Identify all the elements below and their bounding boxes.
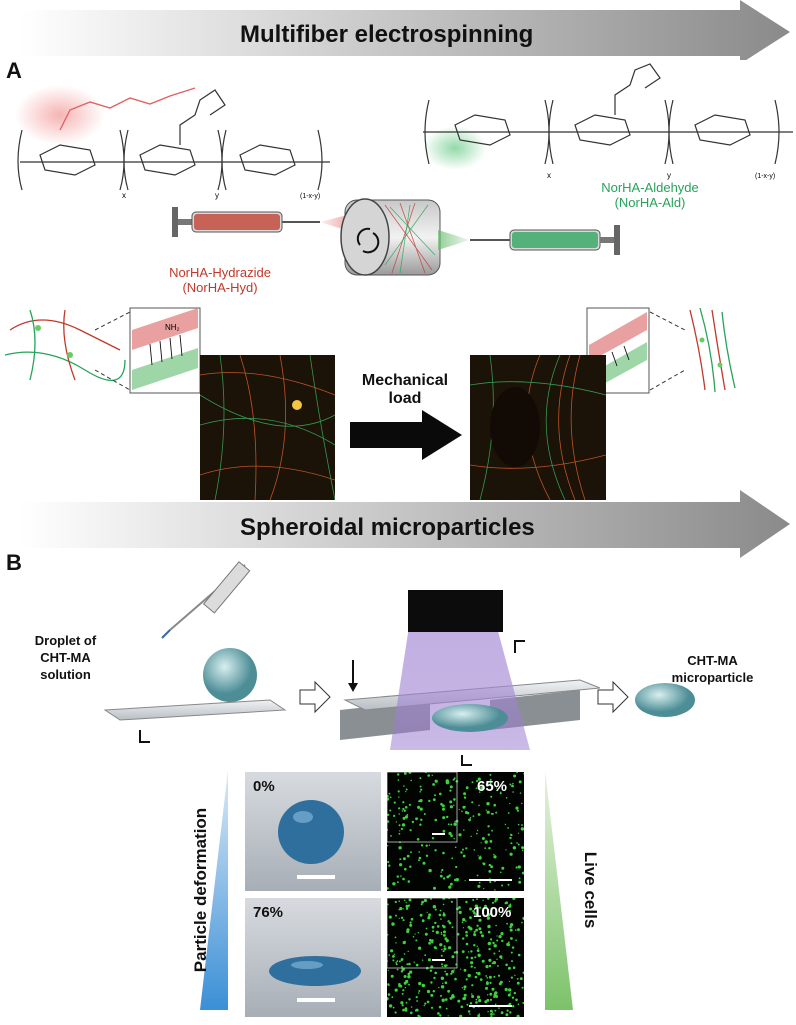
subscript-rest-right: (1-x-y): [755, 173, 775, 180]
aldehyde-syringe: [470, 225, 620, 255]
bottom-banner-title: Spheroidal microparticles: [240, 514, 535, 541]
particle-deformation-label: Particle deformation: [191, 807, 210, 973]
live-cells-photo-0: 65%: [387, 772, 524, 891]
fiber-network-right: [689, 307, 736, 393]
particle-photo-76: 76%: [245, 898, 381, 1017]
final-microparticle: [635, 683, 695, 717]
live-100-value: 100%: [473, 904, 512, 921]
subscript-rest: (1-x-y): [300, 193, 320, 200]
microparticle-workflow: [103, 561, 695, 766]
live-cells-photo-100: 100%: [387, 898, 524, 1017]
micrograph-before-load: [200, 355, 335, 500]
aldehyde-label: NorHA-Aldehyde (NorHA-Ald): [601, 180, 699, 210]
mechanical-load-label: Mechanical load: [361, 372, 449, 407]
live-cells-wedge: [545, 770, 573, 1010]
droplet: [203, 648, 257, 702]
subscript-x: x: [122, 191, 126, 200]
droplet-label: Droplet of CHT-MA solution: [34, 633, 97, 682]
live-cells-label: Live cells: [581, 851, 600, 929]
pipette: [161, 561, 251, 639]
mechanical-load-arrow: [350, 410, 462, 460]
deformation-wedge: [200, 770, 228, 1010]
compressed-droplet: [432, 704, 508, 732]
subscript-y: y: [215, 191, 219, 200]
particle-photo-0: 0%: [245, 772, 381, 891]
live-0-value: 65%: [477, 778, 508, 795]
deformation-76-value: 76%: [253, 904, 284, 921]
panel-b-letter: B: [6, 550, 22, 575]
fiber-network-left: [4, 309, 126, 382]
micrograph-after-load: [470, 355, 606, 500]
panel-a-letter: A: [6, 58, 22, 83]
rotating-collector: [340, 198, 441, 276]
subscript-x-right: x: [547, 171, 551, 180]
nh2-label: NH₂: [165, 323, 180, 332]
crosslink-inset-left: NH₂: [129, 307, 201, 394]
flow-arrow-2: [597, 680, 629, 714]
norha-aldehyde-structure: x y (1-x-y): [423, 63, 793, 180]
bottom-banner-arrow: [20, 490, 790, 558]
electrospinning-setup: [172, 198, 620, 276]
top-banner-arrow: [20, 0, 790, 60]
top-banner-title: Multifiber electrospinning: [240, 21, 534, 48]
flow-arrow-1: [299, 680, 331, 714]
hydrazide-label: NorHA-Hydrazide (NorHA-Hyd): [169, 265, 271, 295]
hydrazide-syringe: [172, 207, 320, 237]
norha-hydrazide-structure: x y (1-x-y): [15, 85, 330, 200]
microparticle-label: CHT-MA microparticle: [671, 653, 754, 685]
deformation-0-value: 0%: [253, 778, 275, 795]
subscript-y-right: y: [667, 171, 671, 180]
